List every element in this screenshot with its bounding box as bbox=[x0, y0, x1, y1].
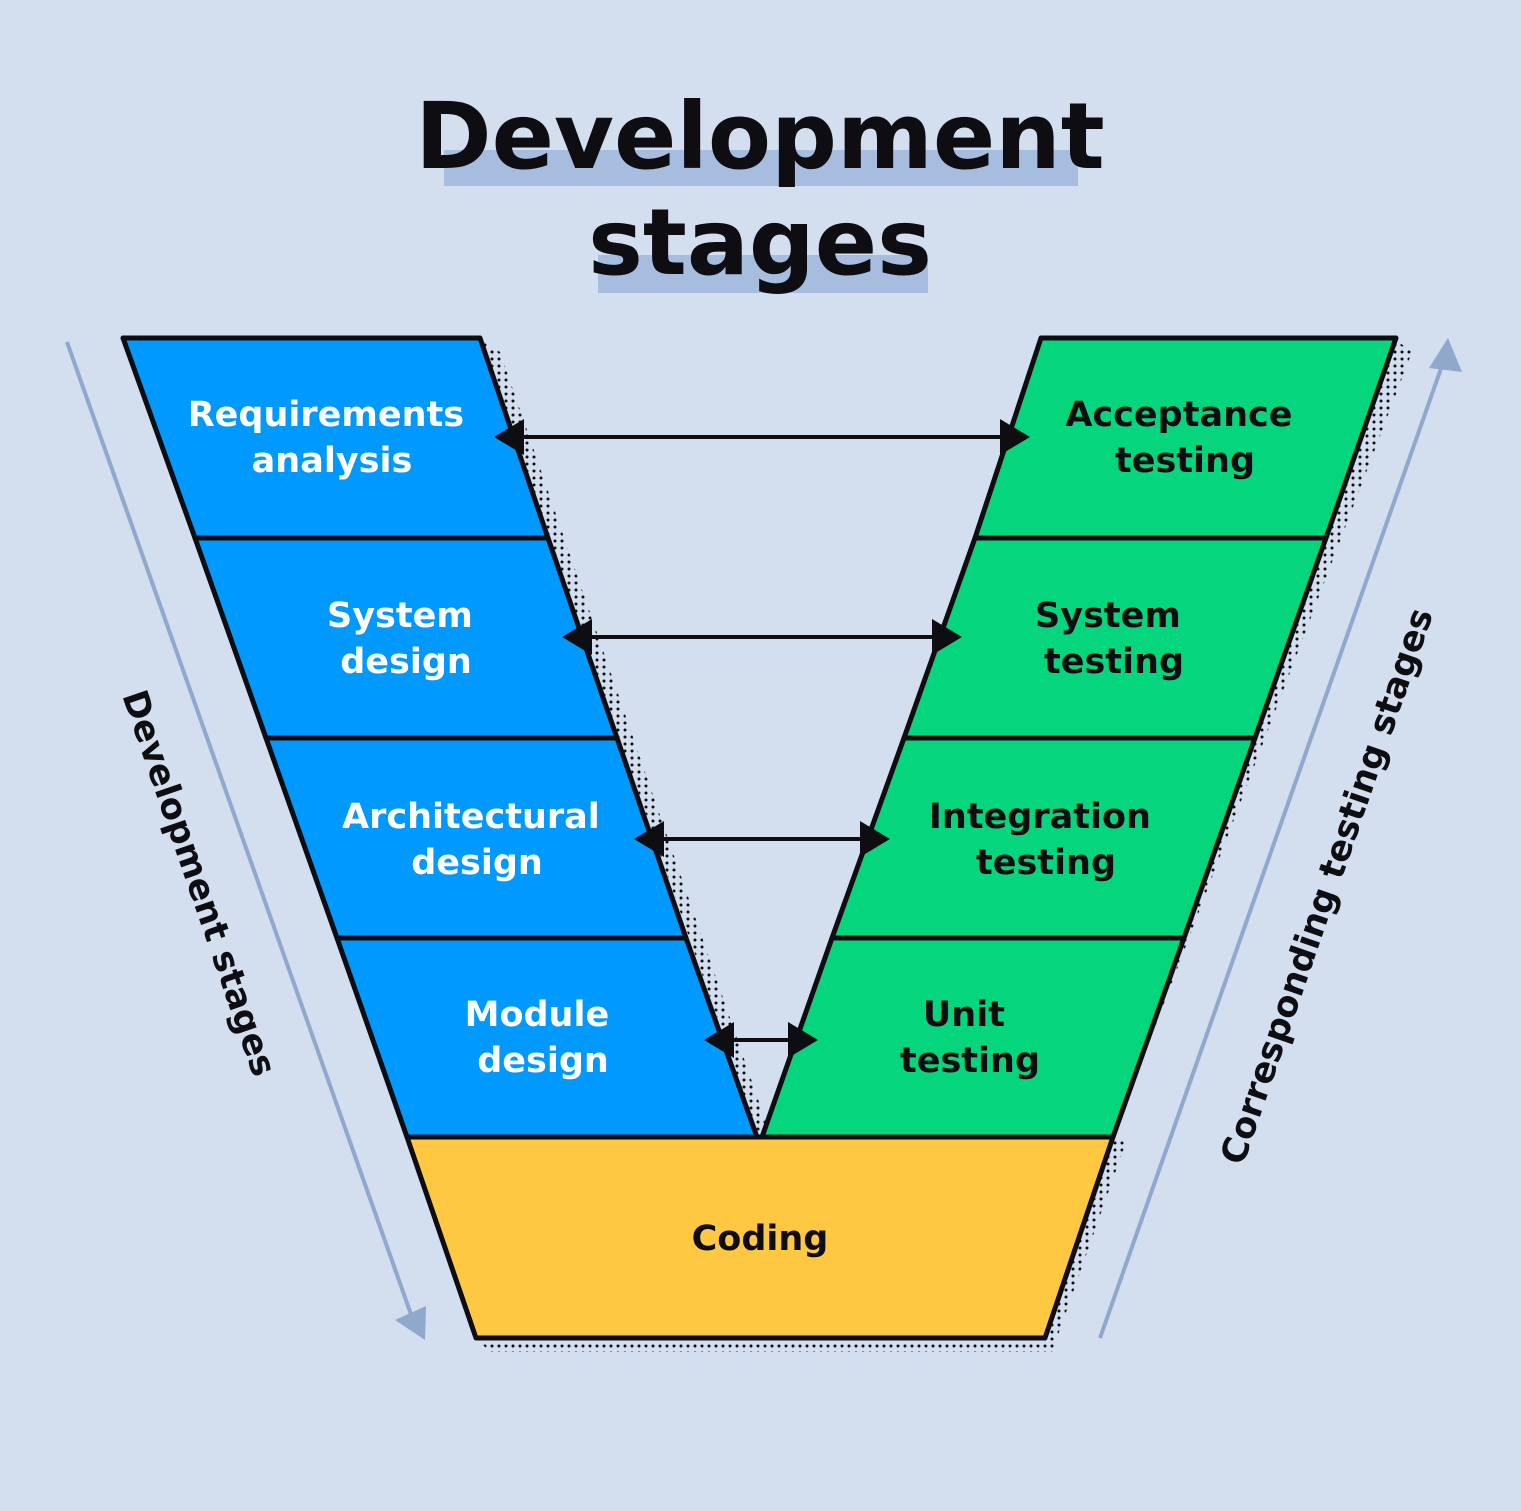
left-down-arrow bbox=[65, 341, 426, 1340]
title-highlight-line1 bbox=[444, 150, 1078, 186]
dev-stage-requirements-block bbox=[120, 335, 551, 541]
coding-label: Coding bbox=[692, 1219, 829, 1259]
connector-requirements-acceptance bbox=[494, 419, 1030, 455]
test-stage-integration-block bbox=[829, 735, 1258, 941]
test-stage-system-label: System testing bbox=[1035, 596, 1193, 682]
dev-stage-system-label: System design bbox=[327, 596, 485, 682]
dev-stage-module-label: Module design bbox=[465, 995, 622, 1081]
connector-system-design-system-testing bbox=[562, 619, 962, 655]
connector-module-unit bbox=[704, 1022, 818, 1058]
test-stage-acceptance-label: Acceptance testing bbox=[1065, 395, 1304, 481]
left-arm-shadow bbox=[480, 340, 770, 1134]
coding-block bbox=[404, 1134, 1116, 1341]
test-stage-acceptance-block bbox=[972, 335, 1399, 541]
right-up-arrow bbox=[1098, 338, 1462, 1339]
connector-architectural-integration bbox=[634, 821, 890, 857]
test-stage-system-block bbox=[901, 535, 1329, 741]
dev-stage-architectural-block bbox=[263, 735, 689, 941]
dev-stage-requirements-label: Requirements analysis bbox=[188, 395, 477, 481]
title-highlight-line2 bbox=[598, 255, 928, 293]
test-stage-integration-label: Integration testing bbox=[929, 797, 1163, 883]
test-stage-unit-block bbox=[759, 935, 1187, 1140]
dev-stage-architectural-label: Architectural design bbox=[342, 797, 612, 883]
test-stage-unit-label: Unit testing bbox=[900, 995, 1040, 1081]
title-line2: stages bbox=[588, 189, 932, 296]
dev-stage-system-block bbox=[192, 535, 620, 741]
title-line1: Development bbox=[415, 83, 1104, 190]
dev-stage-module-block bbox=[334, 935, 760, 1140]
